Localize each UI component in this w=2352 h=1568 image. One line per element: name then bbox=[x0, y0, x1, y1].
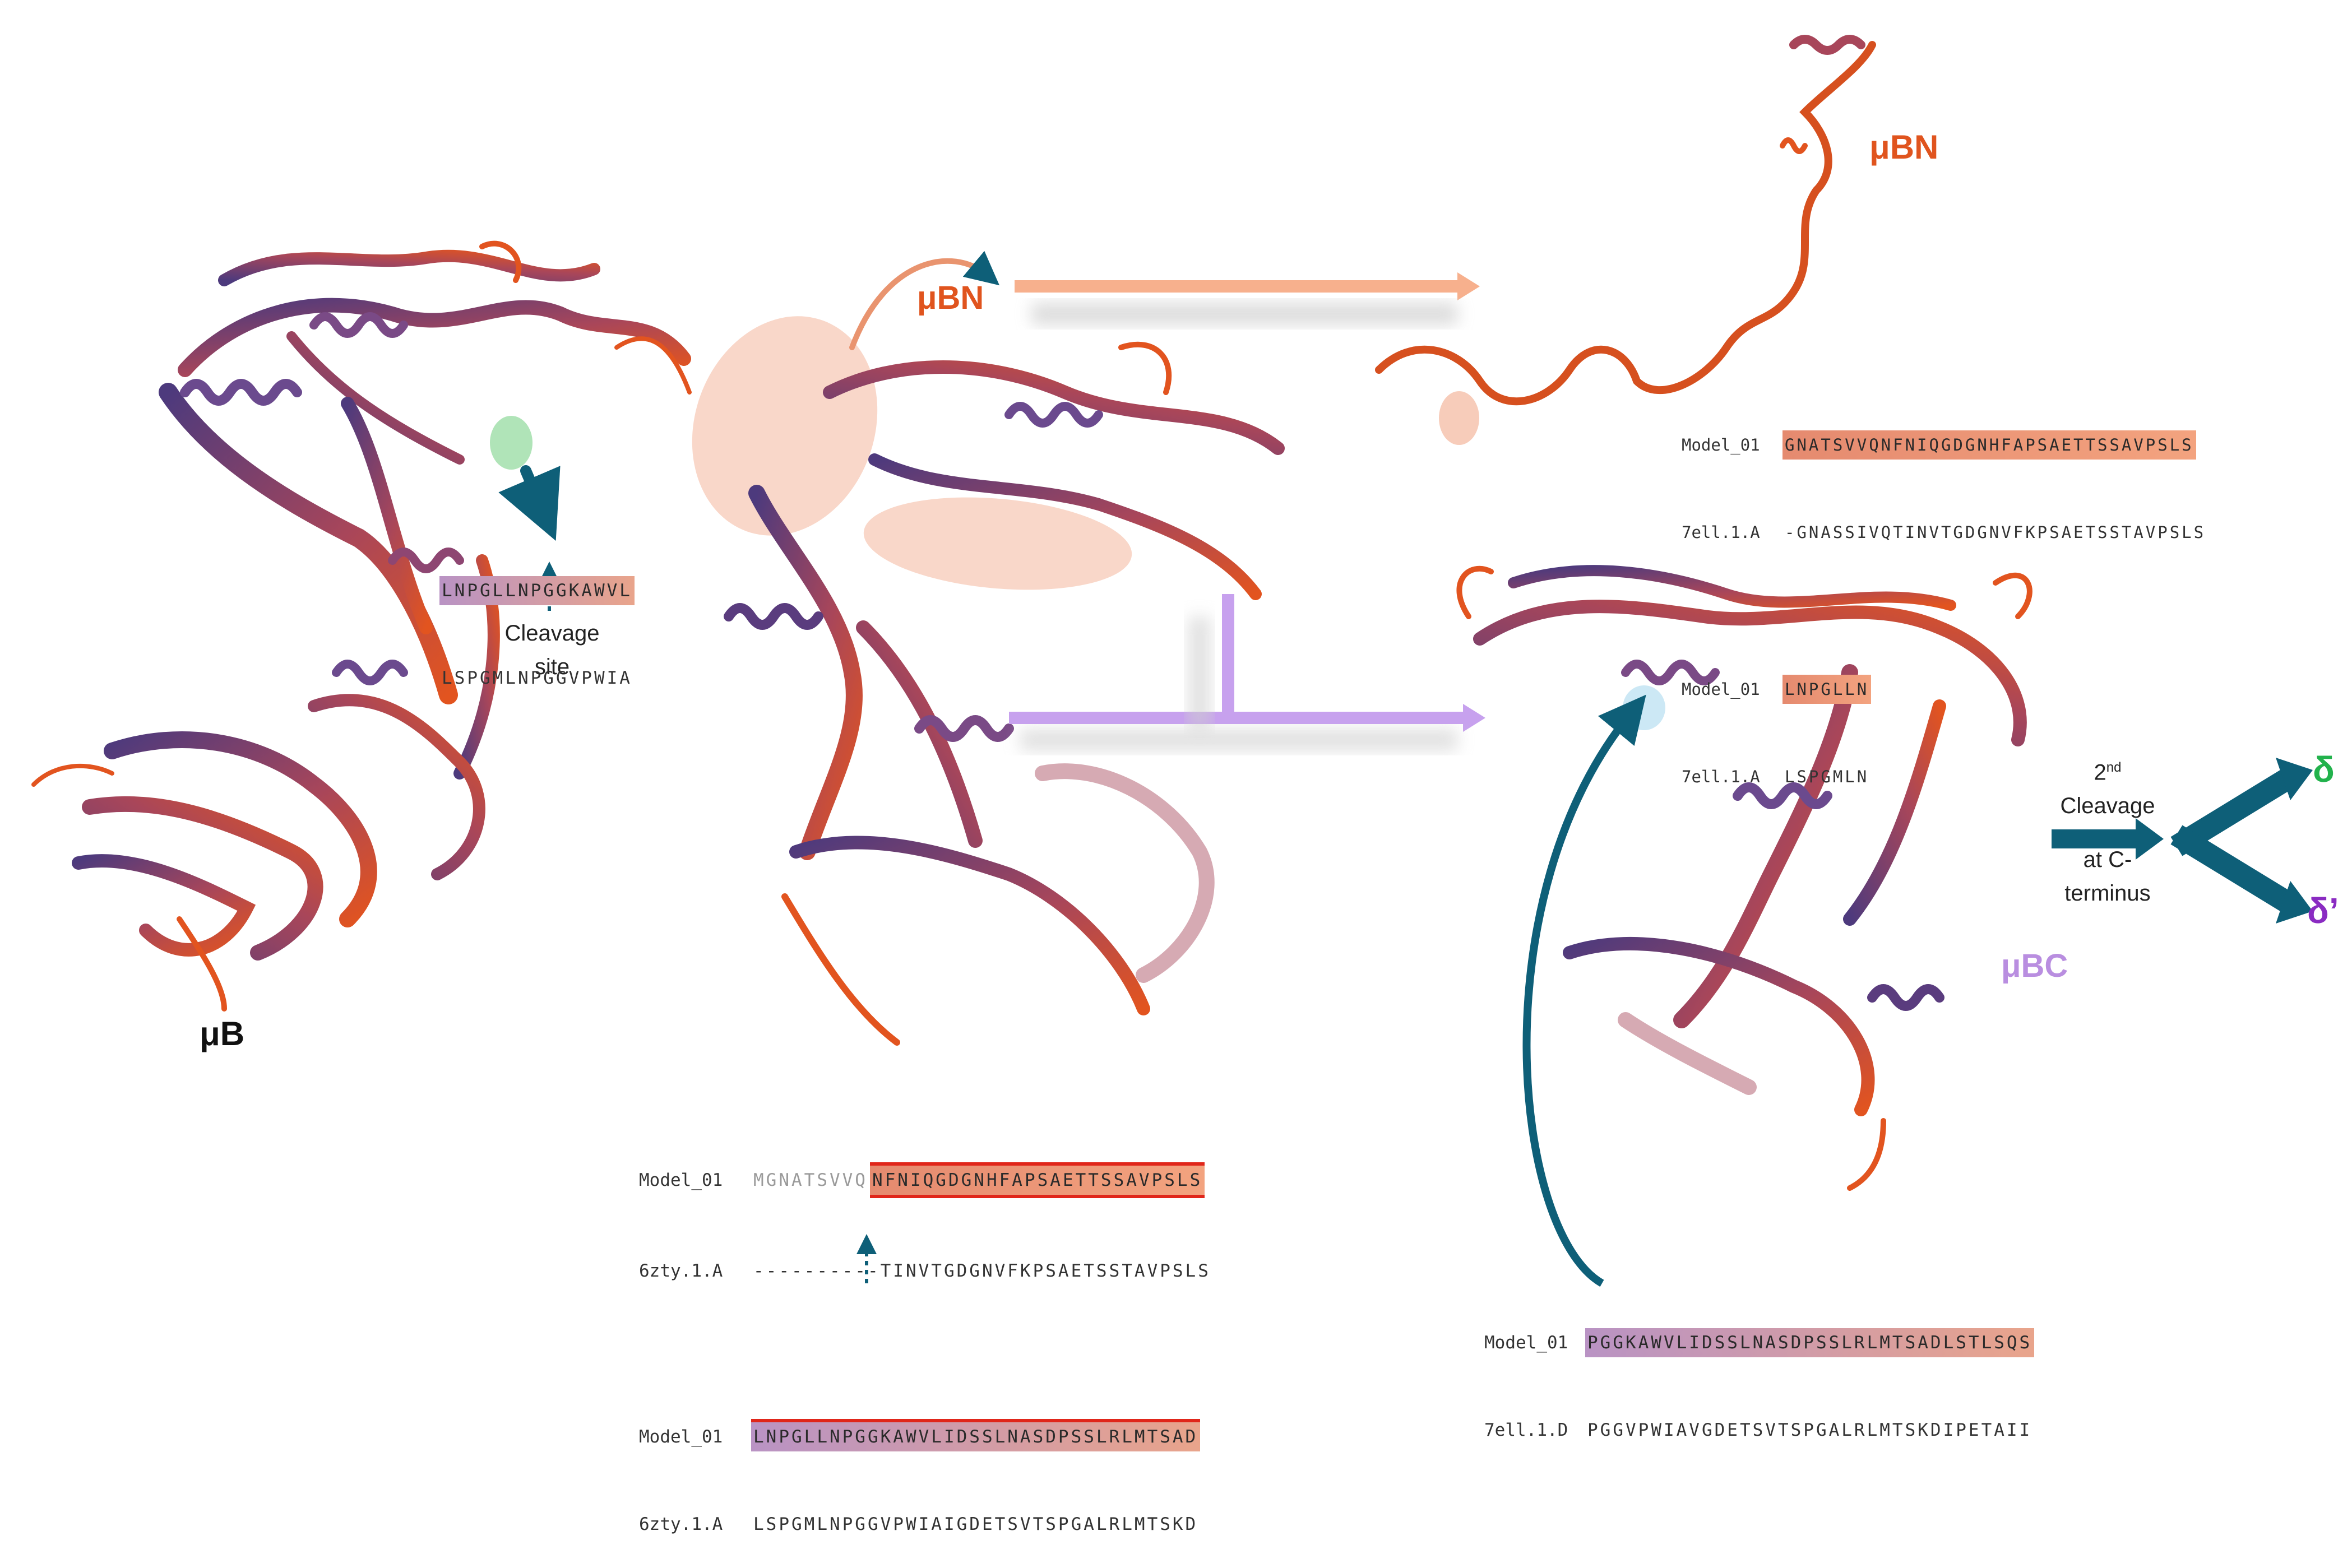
cleavage-highlight-left bbox=[490, 416, 533, 470]
label-second-cleavage: 2nd Cleavage at C- terminus bbox=[2040, 751, 2175, 910]
label-mu-bn-top: μBN bbox=[1869, 128, 1939, 166]
curved-arrow-cleavage-link bbox=[1522, 694, 1646, 1287]
second-cleavage-ordinal: 2nd bbox=[2094, 760, 2122, 785]
cleavage-site-line1: Cleavage bbox=[504, 621, 600, 646]
arrow-to-mu-bc bbox=[1009, 594, 1485, 751]
label-delta-prime: δ’ bbox=[2307, 890, 2339, 931]
protein-structure-mu-bn bbox=[1375, 35, 1876, 445]
protein-structure-mu-bc bbox=[1456, 565, 2032, 1191]
second-cleavage-line3: terminus bbox=[2064, 881, 2151, 906]
label-cleavage-site: Cleavage site bbox=[488, 616, 617, 684]
alignment-bottom-center-row2: 6zty.1.A----------TINVTGDGNVFKPSAETSSTAV… bbox=[639, 1261, 1211, 1281]
label-delta: δ bbox=[2313, 749, 2335, 790]
arrow-to-mu-bn bbox=[1015, 272, 1480, 325]
cleavage-site-line2: site bbox=[534, 655, 570, 679]
alignment-left-row2: LSPGMLNPGGVPWIA bbox=[442, 668, 632, 688]
figure-canvas: μB μBN μBN μBC Cleavage site 2nd Cleavag… bbox=[31, 35, 2339, 1534]
second-cleavage-arrows bbox=[2052, 758, 2313, 924]
alignment-left: LNPGLLNPGGKAWVL LSPGMLNPGGVPWIA bbox=[439, 518, 635, 722]
label-mu-bc: μBC bbox=[2001, 948, 2068, 984]
alignment-top-right-row2: 7ell.1.A-GNASSIVQTINVTGDGNVFKPSAETSSTAVP… bbox=[1682, 523, 2206, 542]
label-mu-b: μB bbox=[200, 1015, 245, 1052]
label-mu-bn-middle: μBN bbox=[917, 280, 984, 316]
second-cleavage-line2: at C- bbox=[2083, 847, 2132, 873]
second-cleavage-line1: Cleavage bbox=[2060, 794, 2155, 819]
protein-structure-middle bbox=[692, 250, 1285, 1046]
alignment-left-row1: LNPGLLNPGGKAWVL bbox=[439, 576, 635, 605]
